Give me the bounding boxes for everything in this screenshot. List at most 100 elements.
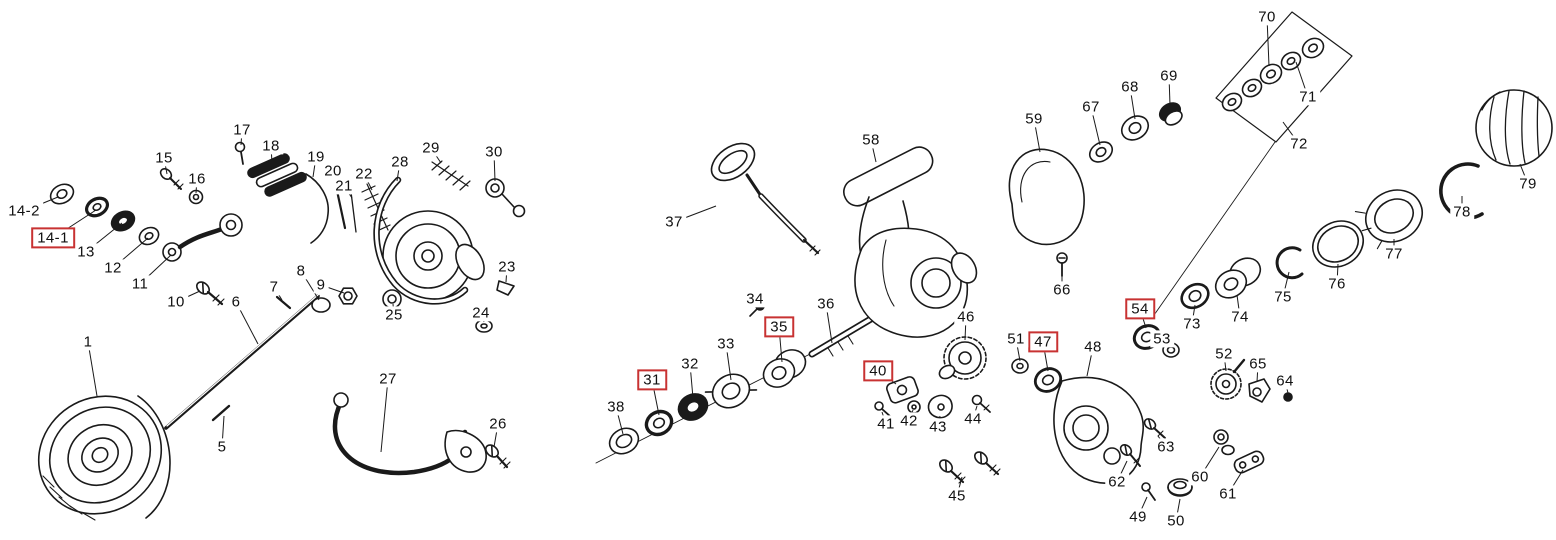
bail-support-arm-drawing	[373, 176, 469, 305]
part-label-51: 51	[1004, 330, 1028, 348]
bracket-65-drawing	[1248, 378, 1271, 403]
part-label-70: 70	[1255, 8, 1279, 26]
part-label-65: 65	[1246, 355, 1270, 373]
side-cover-drawing	[1008, 148, 1085, 246]
part-label-1: 1	[80, 333, 96, 351]
part-label-25: 25	[382, 306, 406, 324]
cap-50-drawing	[1167, 478, 1193, 497]
part-label-37: 37	[662, 213, 686, 231]
bearing-73-drawing	[1180, 282, 1210, 310]
part-label-14-2: 14-2	[5, 202, 43, 220]
part-label-44: 44	[961, 410, 985, 428]
plate-61-drawing	[1233, 450, 1265, 474]
collar-8-drawing	[311, 297, 331, 313]
part-label-50: 50	[1164, 512, 1188, 530]
screw-44-drawing	[971, 394, 991, 413]
pawl-43-drawing	[927, 394, 953, 419]
part-label-26: 26	[486, 415, 510, 433]
part-label-20: 20	[321, 162, 345, 180]
main-shaft-drawing	[164, 293, 320, 430]
part-label-58: 58	[859, 131, 883, 149]
part-label-43: 43	[926, 418, 950, 436]
drive-gear-46-drawing	[938, 336, 987, 380]
screw-62-drawing	[1119, 443, 1141, 467]
part-label-17: 17	[230, 121, 254, 139]
part-label-18: 18	[259, 137, 283, 155]
part-label-52: 52	[1212, 345, 1236, 363]
part-label-66: 66	[1050, 281, 1074, 299]
part-label-62: 62	[1105, 473, 1129, 491]
part-label-16: 16	[185, 170, 209, 188]
screw-26-drawing	[485, 444, 511, 469]
part-label-14-1[interactable]: 14-1	[31, 227, 75, 249]
part-label-6: 6	[228, 293, 244, 311]
bail-arm-drawing	[444, 429, 487, 473]
part-label-63: 63	[1154, 438, 1178, 456]
part-label-49: 49	[1126, 508, 1150, 526]
part-label-77: 77	[1382, 245, 1406, 263]
part-label-72: 72	[1287, 135, 1311, 153]
part-label-69: 69	[1157, 67, 1181, 85]
part-label-33: 33	[714, 335, 738, 353]
cup-77-drawing	[1354, 189, 1423, 250]
part-label-8: 8	[293, 262, 309, 280]
part-label-21: 21	[332, 177, 356, 195]
part-label-28: 28	[388, 153, 412, 171]
part-label-73: 73	[1180, 315, 1204, 333]
part-label-40[interactable]: 40	[863, 360, 893, 382]
clip-75-drawing	[1275, 246, 1304, 280]
part-label-46: 46	[954, 308, 978, 326]
part-label-67: 67	[1079, 98, 1103, 116]
part-label-45: 45	[945, 487, 969, 505]
kick-lever-drawing	[162, 213, 243, 262]
screw-15-drawing	[159, 167, 184, 190]
part-label-35[interactable]: 35	[764, 316, 794, 338]
washers-60-drawing	[1213, 429, 1235, 456]
part-label-7: 7	[266, 278, 282, 296]
stack-axis-line	[1151, 141, 1276, 319]
part-label-79: 79	[1516, 175, 1540, 193]
part-label-64: 64	[1273, 372, 1297, 390]
knob-79-drawing	[1475, 89, 1553, 167]
clutch-35-drawing	[762, 349, 807, 388]
part-label-60: 60	[1188, 468, 1212, 486]
spring-29-drawing	[431, 160, 471, 191]
collar-74-drawing	[1214, 257, 1262, 299]
part-label-54[interactable]: 54	[1125, 298, 1155, 320]
part-label-34: 34	[743, 290, 767, 308]
flange-33-drawing	[704, 373, 758, 409]
part-label-68: 68	[1118, 78, 1142, 96]
part-label-76: 76	[1325, 275, 1349, 293]
bearing-31-drawing	[644, 409, 674, 437]
part-label-48: 48	[1081, 338, 1105, 356]
part-label-78: 78	[1450, 203, 1474, 221]
line-roller-30-drawing	[485, 178, 526, 218]
screws-45-drawing	[939, 451, 1001, 484]
part-label-27: 27	[376, 370, 400, 388]
washer-38-drawing	[608, 427, 640, 455]
part-label-10: 10	[164, 293, 188, 311]
part-label-12: 12	[101, 259, 125, 277]
washer-32-drawing	[677, 393, 709, 421]
screw-49-drawing	[1141, 482, 1156, 501]
part-label-75: 75	[1271, 288, 1295, 306]
part-label-74: 74	[1228, 308, 1252, 326]
spool-drawing	[37, 395, 171, 521]
body-stem-drawing	[843, 146, 978, 338]
handle-side-washers-drawing	[49, 183, 160, 246]
part-label-11: 11	[128, 275, 152, 293]
part-label-32: 32	[678, 355, 702, 373]
part-label-30: 30	[482, 143, 506, 161]
part-label-29: 29	[419, 139, 443, 157]
part-label-31[interactable]: 31	[637, 369, 667, 391]
part-label-38: 38	[604, 398, 628, 416]
part-label-36: 36	[814, 295, 838, 313]
rotor-flange-drawing	[382, 210, 485, 302]
gear-52-drawing	[1210, 358, 1246, 400]
pin-7-drawing	[275, 295, 292, 310]
gear-housing-48-drawing	[1053, 376, 1144, 484]
part-label-59: 59	[1022, 110, 1046, 128]
part-label-42: 42	[897, 412, 921, 430]
part-label-22: 22	[352, 165, 376, 183]
part-label-47[interactable]: 47	[1028, 331, 1058, 353]
